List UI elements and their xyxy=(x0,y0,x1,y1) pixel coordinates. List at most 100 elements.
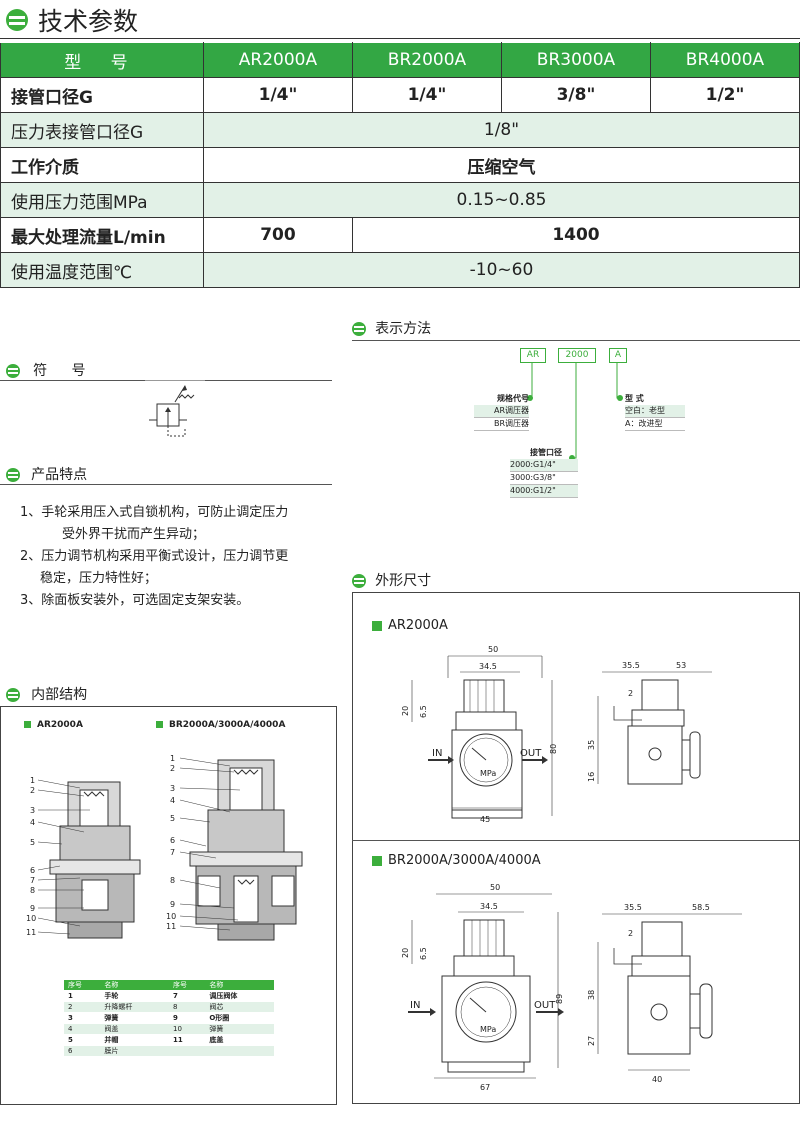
internal-box xyxy=(0,706,337,1105)
type-legend: 型 式 空白：老型 A：改进型 xyxy=(625,393,685,431)
ar-dim-model-label: AR2000A xyxy=(388,618,448,633)
parts-cell: 6 xyxy=(64,1045,101,1057)
parts-cell: 3 xyxy=(64,1012,101,1024)
internal-model-right: BR2000A/3000A/4000A xyxy=(156,720,285,730)
internal-structure-drawing: 1 2 3 4 5 6 7 8 9 10 11 1 2 3 4 5 6 7 8 … xyxy=(26,754,303,941)
parts-row: 1 手轮 7 调压阀体 xyxy=(64,990,274,1002)
dim-value: 27 xyxy=(587,1036,596,1046)
parts-cell: O形圈 xyxy=(205,1012,274,1024)
spec-row: 最大处理流量L/min 700 1400 xyxy=(0,217,800,253)
spec-row: 使用温度范围℃ -10~60 xyxy=(0,252,800,288)
dim-value: 34.5 xyxy=(480,902,498,911)
dim-value: 20 xyxy=(401,706,410,716)
callout-number: 10 xyxy=(166,912,176,921)
dim-value: 20 xyxy=(401,948,410,958)
parts-row: 6 膜片 xyxy=(64,1045,274,1057)
port-legend: 接管口径 2000:G1/4" 3000:G3/8" 4000:G1/2" xyxy=(510,447,578,498)
ar-dim-model: AR2000A xyxy=(372,618,448,633)
dimensions-section-header: 外形尺寸 xyxy=(352,570,800,590)
parts-cell: 膜片 xyxy=(100,1045,169,1057)
spec-cell: 700 xyxy=(202,217,353,253)
model-marker-icon xyxy=(372,855,382,866)
feature-item: 2、压力调节机构采用平衡式设计，压力调节更 xyxy=(20,549,289,564)
gauge-unit-label: MPa xyxy=(480,1025,496,1034)
feature-item: 1、手轮采用压入式自锁机构，可防止调定压力 xyxy=(20,505,289,520)
internal-section-header: 内部结构 xyxy=(6,684,336,704)
features-section-title: 产品特点 xyxy=(31,467,88,483)
type-option: 空白：老型 xyxy=(625,405,685,418)
parts-cell: 1 xyxy=(64,990,101,1002)
spec-row: 接管口径G 1/4" 1/4" 3/8" 1/2" xyxy=(0,77,800,113)
parts-cell: 并帽 xyxy=(100,1034,169,1046)
dim-value: 53 xyxy=(676,661,686,670)
callout-number: 7 xyxy=(170,848,175,857)
br-dim-model-label: BR2000A/3000A/4000A xyxy=(388,853,541,868)
page-title: 技术参数 xyxy=(38,7,139,36)
dim-value: 35 xyxy=(587,740,596,750)
internal-section-title: 内部结构 xyxy=(31,687,88,703)
internal-model-left: AR2000A xyxy=(24,720,83,730)
section-bullet-icon xyxy=(6,363,20,378)
type-title: 型 式 xyxy=(625,394,644,403)
dim-value: 35.5 xyxy=(622,661,640,670)
type-option: A：改进型 xyxy=(625,418,685,431)
dimensions-section-title: 外形尺寸 xyxy=(375,573,432,589)
callout-number: 7 xyxy=(30,876,35,885)
page-header: 技术参数 xyxy=(6,2,796,36)
dim-value: 50 xyxy=(490,883,500,892)
dimensions-divider xyxy=(352,840,800,841)
dim-value: 2 xyxy=(628,689,633,698)
callout-number: 11 xyxy=(26,928,36,937)
dim-value: 38 xyxy=(587,990,596,1000)
section-rule xyxy=(352,340,800,341)
model-marker-icon xyxy=(372,620,382,631)
callout-number: 8 xyxy=(30,886,35,895)
parts-cell: 2 xyxy=(64,1001,101,1013)
spec-header-cell: BR2000A xyxy=(351,42,502,78)
model-marker-icon xyxy=(24,721,31,728)
spec-code-option: BR调压器 xyxy=(474,418,529,431)
spec-cell: -10~60 xyxy=(202,252,800,288)
spec-row-label: 工作介质 xyxy=(0,147,204,183)
parts-cell: 9 xyxy=(168,1012,206,1024)
br-in-label: IN xyxy=(410,1000,420,1011)
callout-number: 3 xyxy=(170,784,175,793)
parts-cell: 8 xyxy=(168,1001,206,1013)
dim-value: 6.5 xyxy=(419,705,428,718)
parts-cell: 升降螺杆 xyxy=(100,1001,169,1013)
callout-number: 8 xyxy=(170,876,175,885)
parts-cell: 11 xyxy=(168,1034,206,1046)
spec-row-label: 压力表接管口径G xyxy=(0,112,204,148)
callout-number: 5 xyxy=(30,838,35,847)
dim-value: 6.5 xyxy=(419,947,428,960)
callout-number: 1 xyxy=(30,776,35,785)
spec-row: 压力表接管口径G 1/8" xyxy=(0,112,800,148)
dim-value: 45 xyxy=(480,815,490,824)
spec-cell: 1/2" xyxy=(649,77,800,113)
parts-cell: 7 xyxy=(168,990,206,1002)
notation-section-title: 表示方法 xyxy=(375,321,432,337)
dim-value: 40 xyxy=(652,1075,662,1084)
gauge-unit-label: MPa xyxy=(480,769,496,778)
notation-code-size: 2000 xyxy=(558,348,596,363)
features-list: 1、手轮采用压入式自锁机构，可防止调定压力 受外界干扰而产生异动； 2、压力调节… xyxy=(20,502,330,612)
callout-number: 11 xyxy=(166,922,176,931)
spec-cell: 0.15~0.85 xyxy=(202,182,800,218)
parts-row: 3 弹簧 9 O形圈 xyxy=(64,1012,274,1024)
callout-number: 5 xyxy=(170,814,175,823)
section-bullet-icon xyxy=(6,9,28,31)
spec-row-label: 使用温度范围℃ xyxy=(0,252,204,288)
port-option: 4000:G1/2" xyxy=(510,485,578,498)
spec-cell: 1/4" xyxy=(351,77,502,113)
port-option: 2000:G1/4" xyxy=(510,459,578,472)
parts-cell: 调压阀体 xyxy=(205,990,274,1002)
parts-cell: 阀盖 xyxy=(100,1023,169,1035)
feature-item: 稳定，压力特性好； xyxy=(40,571,158,586)
feature-item: 3、除面板安装外，可选固定支架安装。 xyxy=(20,593,250,608)
spec-row-label: 最大处理流量L/min xyxy=(0,217,204,253)
spec-cell: 1400 xyxy=(351,217,800,253)
notation-section-header: 表示方法 xyxy=(352,318,800,338)
spec-table: 型 号 AR2000A BR2000A BR3000A BR4000A 接管口径… xyxy=(0,42,800,288)
dim-value: 16 xyxy=(587,772,596,782)
parts-header-cell: 序号 xyxy=(168,980,206,991)
